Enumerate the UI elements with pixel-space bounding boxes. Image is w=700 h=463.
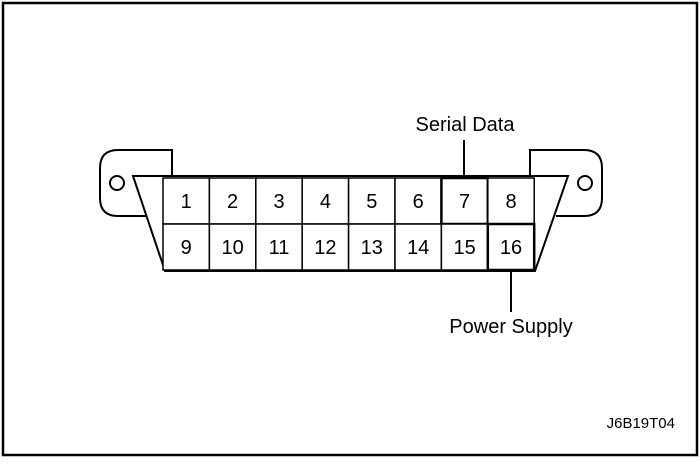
pin-label-8: 8 (505, 191, 516, 213)
pin-label-14: 14 (407, 237, 429, 259)
pin-cell-11 (255, 223, 303, 271)
pin-label-12: 12 (314, 237, 336, 259)
pin-label-1: 1 (181, 191, 192, 213)
pin-label-15: 15 (453, 237, 475, 259)
figure-id: J6B19T04 (607, 415, 675, 432)
pin-cell-14 (394, 223, 443, 271)
pin-label-7: 7 (459, 191, 470, 213)
power-supply-label: Power Supply (449, 316, 572, 338)
pin-cell-12 (301, 223, 350, 271)
pin-label-3: 3 (273, 191, 284, 213)
pin-label-6: 6 (413, 191, 424, 213)
pin-cell-13 (347, 223, 396, 271)
serial-data-label: Serial Data (416, 114, 516, 136)
pin-cell-6 (394, 177, 443, 225)
right-mounting-hole (577, 175, 593, 191)
right-mounting-ear (529, 149, 603, 217)
pin-label-13: 13 (361, 237, 383, 259)
pin-label-11: 11 (269, 237, 290, 259)
pin-label-4: 4 (320, 191, 331, 213)
left-mounting-ear (99, 149, 173, 217)
left-mounting-hole (109, 175, 125, 191)
pin-cell-10 (208, 223, 257, 271)
pin-cell-5 (347, 177, 396, 225)
pin-label-9: 9 (181, 237, 192, 259)
pin-cell-16 (486, 222, 536, 272)
pin-label-2: 2 (227, 191, 238, 213)
pin-label-5: 5 (366, 191, 377, 213)
pin-label-16: 16 (500, 237, 522, 259)
pin-cell-9 (162, 223, 211, 271)
pin-label-10: 10 (221, 237, 243, 259)
pin-cell-8 (487, 177, 535, 225)
